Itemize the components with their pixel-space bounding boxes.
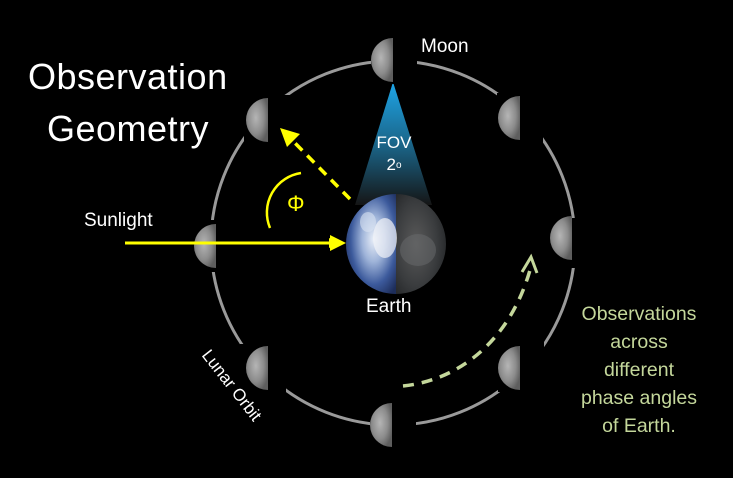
annotation-line-5: of Earth. <box>602 415 676 437</box>
phase-direction-arrow <box>290 138 352 201</box>
annotation-line-1: Observations <box>581 303 697 325</box>
moon-label: Moon <box>421 36 469 57</box>
fov-label-text: FOV <box>376 133 412 152</box>
fov-cone <box>355 82 432 205</box>
sunlight-label: Sunlight <box>84 210 153 231</box>
phase-sweep-arrowhead <box>520 253 539 274</box>
moon-right-icon <box>544 216 590 268</box>
phase-angle-symbol: Φ <box>287 191 305 216</box>
sunlight-arrowhead <box>330 235 346 251</box>
phase-sweep-arrow <box>402 269 532 388</box>
fov-degree-symbol: o <box>395 160 402 171</box>
annotation-line-4: phase angles <box>580 387 697 409</box>
phase-angle-arc <box>265 171 302 229</box>
moon-upper-right-icon <box>497 93 543 143</box>
annotation-line-2: across <box>610 331 668 353</box>
fov-value: 2o <box>364 154 424 176</box>
moon-left-icon <box>194 220 236 272</box>
phase-direction-arrowhead <box>280 128 300 147</box>
moon-lower-right-icon <box>498 342 544 392</box>
annotation-line-3: different <box>603 359 675 381</box>
fov-degrees: 2 <box>386 155 396 174</box>
moon-top-icon <box>371 34 417 84</box>
moon-lower-left-icon <box>240 344 286 394</box>
moon-bottom-icon <box>370 400 416 450</box>
title-line-2: Geometry <box>47 108 210 149</box>
fov-label: FOV 2o <box>364 132 424 176</box>
title-line-1: Observation <box>28 56 228 97</box>
earth-icon <box>346 194 446 294</box>
phase-annotation: Observations across different phase angl… <box>559 300 719 440</box>
earth-label: Earth <box>366 296 412 317</box>
moon-icons <box>194 34 590 450</box>
moon-upper-left-icon <box>244 95 290 145</box>
